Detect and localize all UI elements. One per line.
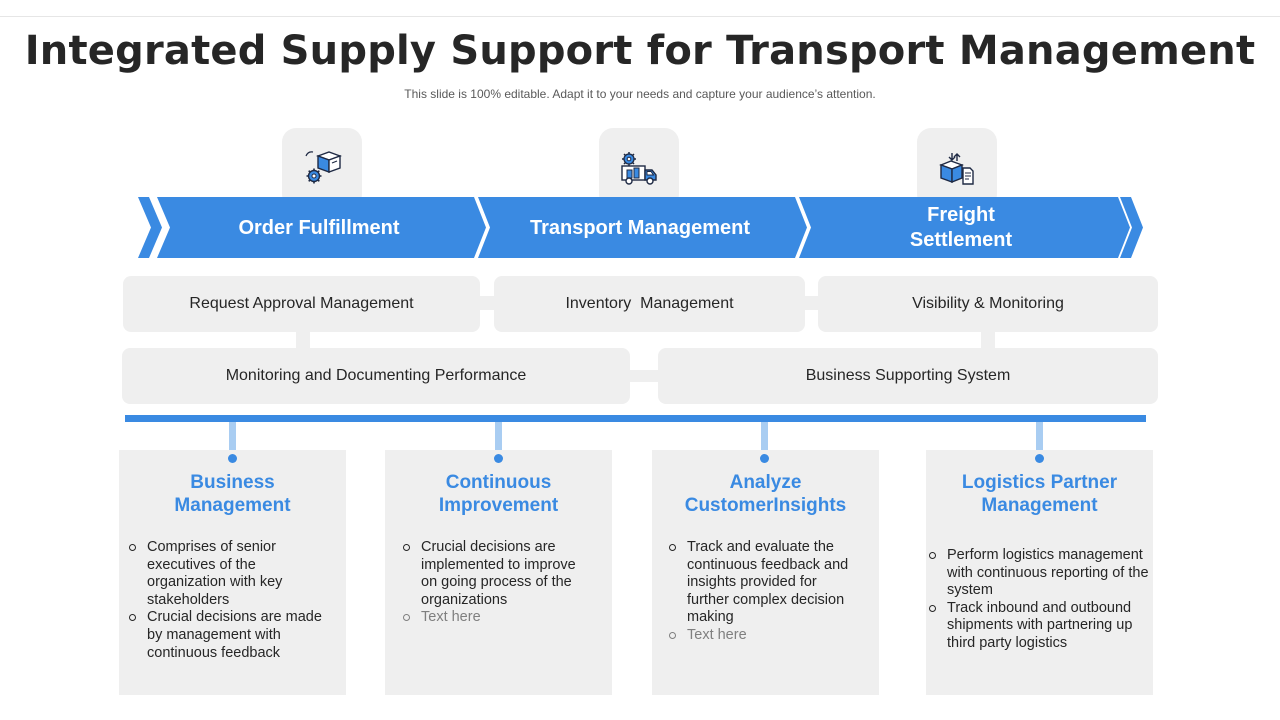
package-invoice-icon (939, 153, 974, 185)
card-title: Analyze CustomerInsights (684, 472, 847, 516)
page-title: Integrated Supply Support for Transport … (24, 28, 1256, 74)
card-title: Logistics Partner Management (961, 472, 1118, 516)
connector (478, 296, 498, 310)
stem (761, 422, 768, 456)
truck-gear-icon (621, 152, 657, 185)
page-subtitle: This slide is 100% editable. Adapt it to… (404, 87, 876, 101)
node-dot (228, 454, 237, 463)
card-logistics-partner-management: Logistics Partner Management Perform log… (926, 450, 1153, 695)
process-box-monitoring: Monitoring and Documenting Performance (122, 348, 630, 404)
stem (495, 422, 502, 456)
connector (627, 370, 661, 382)
stem (229, 422, 236, 456)
box-gear-icon (305, 151, 342, 184)
connector (981, 330, 995, 350)
bullet-item: Text here (403, 609, 604, 627)
chevron-start-tail (138, 197, 162, 258)
process-box-business-supporting: Business Supporting System (658, 348, 1158, 404)
card-title: Business Management (174, 472, 291, 516)
stage-label-line: Freight (927, 204, 995, 226)
process-box-request-approval: Request Approval Management (123, 276, 480, 332)
stage-label-line: Settlement (909, 229, 1013, 251)
connector (296, 330, 310, 350)
node-dot (494, 454, 503, 463)
process-box-inventory: Inventory Management (494, 276, 805, 332)
stage-label-line: Order Fulfillment (238, 216, 400, 239)
stage-label-transport: Transport Management (490, 197, 790, 259)
stem (1036, 422, 1043, 456)
icon-box-order (282, 128, 362, 208)
top-divider (0, 16, 1280, 17)
icon-box-freight (917, 128, 997, 208)
chevron-end-tip (1120, 197, 1143, 258)
divider-bar (125, 415, 1146, 422)
stage-label-order: Order Fulfillment (170, 197, 468, 259)
card-analyze-customer-insights: Analyze CustomerInsights Track and evalu… (652, 450, 879, 695)
stage-label-line: Transport Management (529, 216, 751, 239)
process-box-visibility: Visibility & Monitoring (818, 276, 1158, 332)
node-dot (1035, 454, 1044, 463)
node-dot (760, 454, 769, 463)
card-title: Continuous Improvement (438, 472, 559, 516)
icon-box-transport (599, 128, 679, 208)
connector (802, 296, 822, 310)
card-continuous-improvement: Continuous Improvement Crucial decisions… (385, 450, 612, 695)
stage-label-freight: Freight Settlement (811, 197, 1111, 259)
bullet-item: Text here (669, 627, 871, 645)
